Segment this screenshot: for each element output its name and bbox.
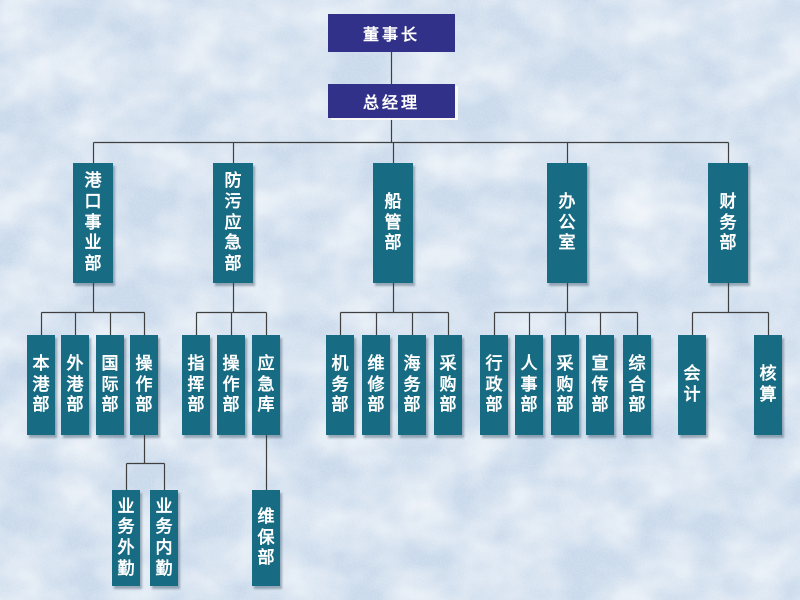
node-dept-ship-management-label: 船管部 — [384, 191, 402, 254]
node-local-port: 本港部 — [27, 335, 55, 435]
connector-gm-departments — [92, 118, 730, 163]
node-office-service-label: 业务内勤 — [155, 496, 173, 579]
node-international-label: 国际部 — [101, 353, 119, 416]
node-chairman: 董事长 — [328, 14, 455, 52]
node-accounting-label: 会计 — [683, 364, 701, 405]
node-dept-finance: 财务部 — [708, 163, 748, 283]
node-command-label: 指挥部 — [187, 353, 205, 416]
node-publicity: 宣传部 — [586, 335, 614, 435]
node-emergency-operations-label: 操作部 — [222, 353, 240, 416]
node-office-procurement-label: 采购部 — [556, 353, 574, 416]
node-cost-accounting-label: 核算 — [759, 364, 777, 405]
node-command: 指挥部 — [182, 335, 210, 435]
node-dept-pollution-emergency: 防污应急部 — [213, 163, 253, 283]
node-general-affairs-label: 综合部 — [628, 353, 646, 416]
node-publicity-label: 宣传部 — [591, 353, 609, 416]
node-personnel-label: 人事部 — [520, 353, 538, 416]
node-general-manager-label: 总经理 — [362, 93, 420, 112]
node-dept-office-label: 办公室 — [558, 191, 576, 254]
node-outer-port: 外港部 — [61, 335, 89, 435]
node-general-affairs: 综合部 — [623, 335, 651, 435]
node-machinery-label: 机务部 — [331, 353, 349, 416]
node-machinery: 机务部 — [326, 335, 354, 435]
node-field-service: 业务外勤 — [112, 490, 140, 586]
node-marine-affairs-label: 海务部 — [403, 353, 421, 416]
node-ship-procurement: 采购部 — [434, 335, 462, 435]
node-emergency-warehouse-label: 应急库 — [257, 353, 275, 416]
node-marine-affairs: 海务部 — [398, 335, 426, 435]
node-dept-port-business: 港口事业部 — [73, 163, 113, 283]
connector-operations-children — [125, 435, 166, 490]
node-dept-finance-label: 财务部 — [719, 191, 737, 254]
node-operations: 操作部 — [130, 335, 158, 435]
node-maintenance-support: 维保部 — [252, 490, 280, 586]
node-local-port-label: 本港部 — [32, 353, 50, 416]
node-office-procurement: 采购部 — [551, 335, 579, 435]
node-administration-label: 行政部 — [485, 353, 503, 416]
connector-office-children — [493, 283, 639, 335]
node-general-manager: 总经理 — [328, 84, 455, 118]
node-international: 国际部 — [96, 335, 124, 435]
node-maintenance: 维修部 — [362, 335, 390, 435]
node-ship-procurement-label: 采购部 — [439, 353, 457, 416]
connector-port-business-children — [40, 283, 146, 335]
node-office-service: 业务内勤 — [150, 490, 178, 586]
node-maintenance-label: 维修部 — [367, 353, 385, 416]
connector-pollution-emergency-children — [195, 283, 268, 335]
node-chairman-label: 董事长 — [362, 25, 420, 44]
node-field-service-label: 业务外勤 — [117, 496, 135, 579]
node-emergency-warehouse: 应急库 — [252, 335, 280, 435]
node-cost-accounting: 核算 — [754, 335, 782, 435]
node-dept-port-business-label: 港口事业部 — [84, 171, 102, 275]
node-dept-pollution-emergency-label: 防污应急部 — [224, 171, 242, 275]
node-accounting: 会计 — [678, 335, 706, 435]
node-emergency-operations: 操作部 — [217, 335, 245, 435]
node-personnel: 人事部 — [515, 335, 543, 435]
connector-ship-management-children — [339, 283, 450, 335]
node-dept-ship-management: 船管部 — [373, 163, 413, 283]
node-outer-port-label: 外港部 — [66, 353, 84, 416]
node-operations-label: 操作部 — [135, 353, 153, 416]
node-administration: 行政部 — [480, 335, 508, 435]
connector-finance-children — [691, 283, 770, 335]
node-dept-office: 办公室 — [547, 163, 587, 283]
node-maintenance-support-label: 维保部 — [257, 506, 275, 569]
